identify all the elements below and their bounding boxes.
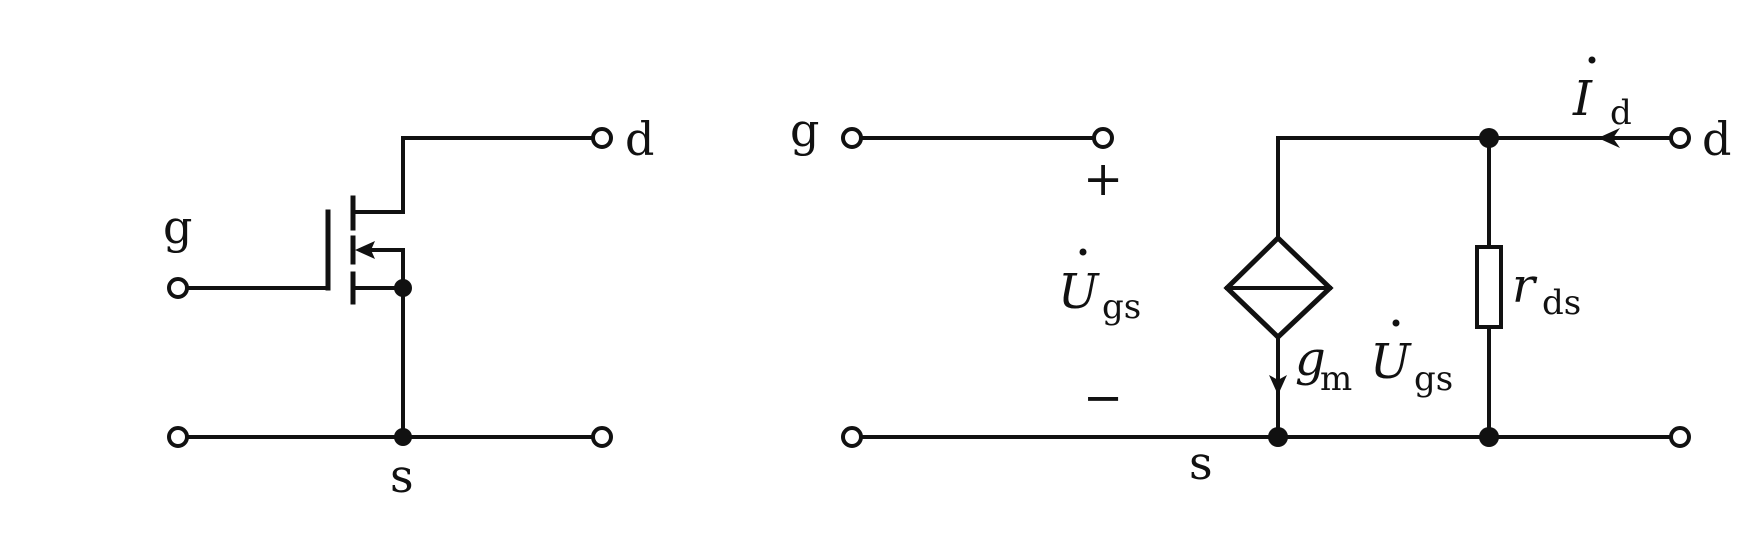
junction-bottom-right [1479, 427, 1499, 447]
junction-bottom-source [1268, 427, 1288, 447]
source-ugs-base: U [1370, 334, 1412, 390]
minus-sign: − [1083, 370, 1123, 426]
rds-label: r ds [1512, 258, 1581, 323]
mosfet-symbol: g d s [163, 112, 654, 503]
ugs-base: U [1058, 264, 1100, 320]
id-sub: d [1610, 93, 1632, 133]
label-s: s [1189, 436, 1213, 490]
terminal-s-left [841, 426, 863, 448]
ugs-dot [1079, 248, 1087, 256]
junction-top-right [1479, 128, 1499, 148]
junction-body [394, 279, 412, 297]
label-g: g [790, 103, 819, 157]
id-base: I [1572, 71, 1593, 127]
terminal-ugs-plus [1092, 127, 1114, 149]
plus-sign: + [1083, 151, 1123, 207]
junction-source [394, 428, 412, 446]
equivalent-circuit: g d s + − U gs I d g m U gs r ds [790, 56, 1731, 490]
terminal-s-right [1669, 426, 1691, 448]
rds-base: r [1512, 258, 1538, 314]
source-ugs-dot [1392, 319, 1400, 327]
terminal-drain [591, 127, 613, 149]
top-bus [1276, 136, 1672, 240]
ugs-sub: gs [1102, 287, 1141, 327]
source-arrow [1269, 375, 1287, 395]
label-gate: g [163, 200, 192, 254]
terminal-source-right [591, 426, 613, 448]
gm-base: g [1295, 331, 1326, 387]
rds-sub: ds [1542, 283, 1581, 323]
terminal-source-left [167, 426, 189, 448]
drain-connection [351, 136, 600, 214]
channel-arrow [355, 241, 375, 259]
label-d: d [1702, 112, 1731, 166]
resistor-rds [1475, 245, 1503, 329]
ugs-label: U gs [1058, 248, 1141, 327]
terminal-g [841, 127, 863, 149]
terminal-gate [167, 277, 189, 299]
source-ugs-sub: gs [1414, 359, 1453, 399]
source-expression: g m U gs [1295, 319, 1453, 399]
gm-sub: m [1320, 359, 1352, 399]
current-arrow [1598, 128, 1620, 148]
id-dot [1588, 56, 1596, 64]
label-drain: d [625, 112, 654, 166]
id-label: I d [1572, 56, 1632, 133]
label-source: s [390, 449, 414, 503]
terminal-d [1669, 127, 1691, 149]
